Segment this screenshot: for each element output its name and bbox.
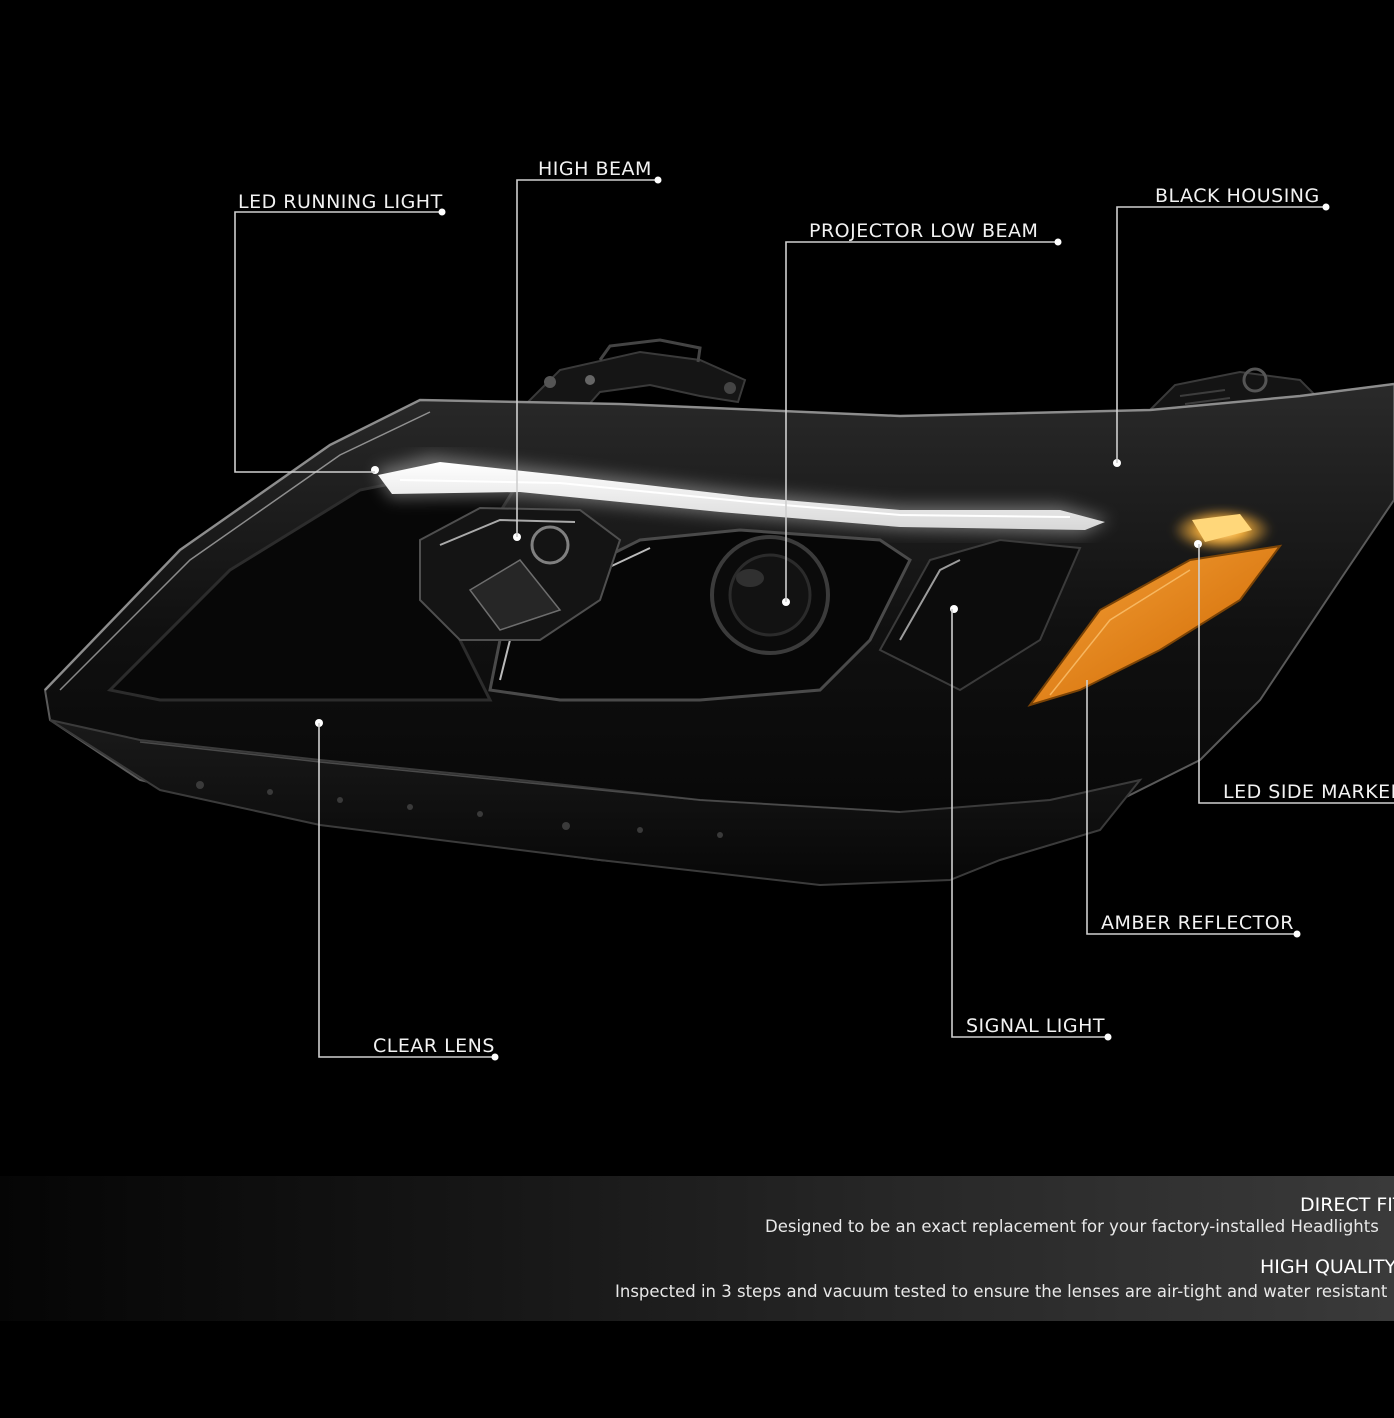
feature-description-high-quality: Inspected in 3 steps and vacuum tested t… [615,1282,1388,1301]
leader-led-side-marker [1198,544,1394,804]
signal-light-area [878,538,1082,692]
callout-signal-light: SIGNAL LIGHT [966,1015,1106,1037]
lower-housing [49,719,1143,887]
leader-signal-light [951,609,1108,1038]
leader-projector-low-beam [785,241,1058,602]
feature-banner: DIRECT FIT Designed to be an exact repla… [0,1176,1394,1321]
callout-projector-low-beam: PROJECTOR LOW BEAM [809,220,1039,242]
callout-clear-lens: CLEAR LENS [373,1035,495,1057]
leader-clear-lens [318,723,495,1058]
led-running-light-bar [375,455,1110,535]
led-side-marker [1172,508,1272,552]
callout-led-side-marker: LED SIDE MARKER [1223,781,1394,803]
feature-title-direct-fit: DIRECT FIT [1300,1194,1394,1216]
leader-end-dots [438,176,1330,1061]
high-beam-reflector [419,506,622,641]
callout-black-housing: BLACK HOUSING [1155,185,1320,207]
amber-reflector [1027,544,1283,707]
leader-lines [234,179,1394,1058]
leader-led-running-light [234,211,442,473]
leader-amber-reflector [1086,680,1297,935]
lower-housing-details [196,781,723,838]
leader-high-beam [516,179,658,537]
feature-title-high-quality: HIGH QUALITY [1260,1256,1394,1278]
clear-lens-outline [44,382,1394,691]
callout-high-beam: HIGH BEAM [538,158,652,180]
callout-led-running-light: LED RUNNING LIGHT [238,191,443,213]
callout-amber-reflector: AMBER REFLECTOR [1101,912,1294,934]
leader-black-housing [1116,206,1326,463]
feature-description-direct-fit: Designed to be an exact replacement for … [765,1217,1379,1236]
